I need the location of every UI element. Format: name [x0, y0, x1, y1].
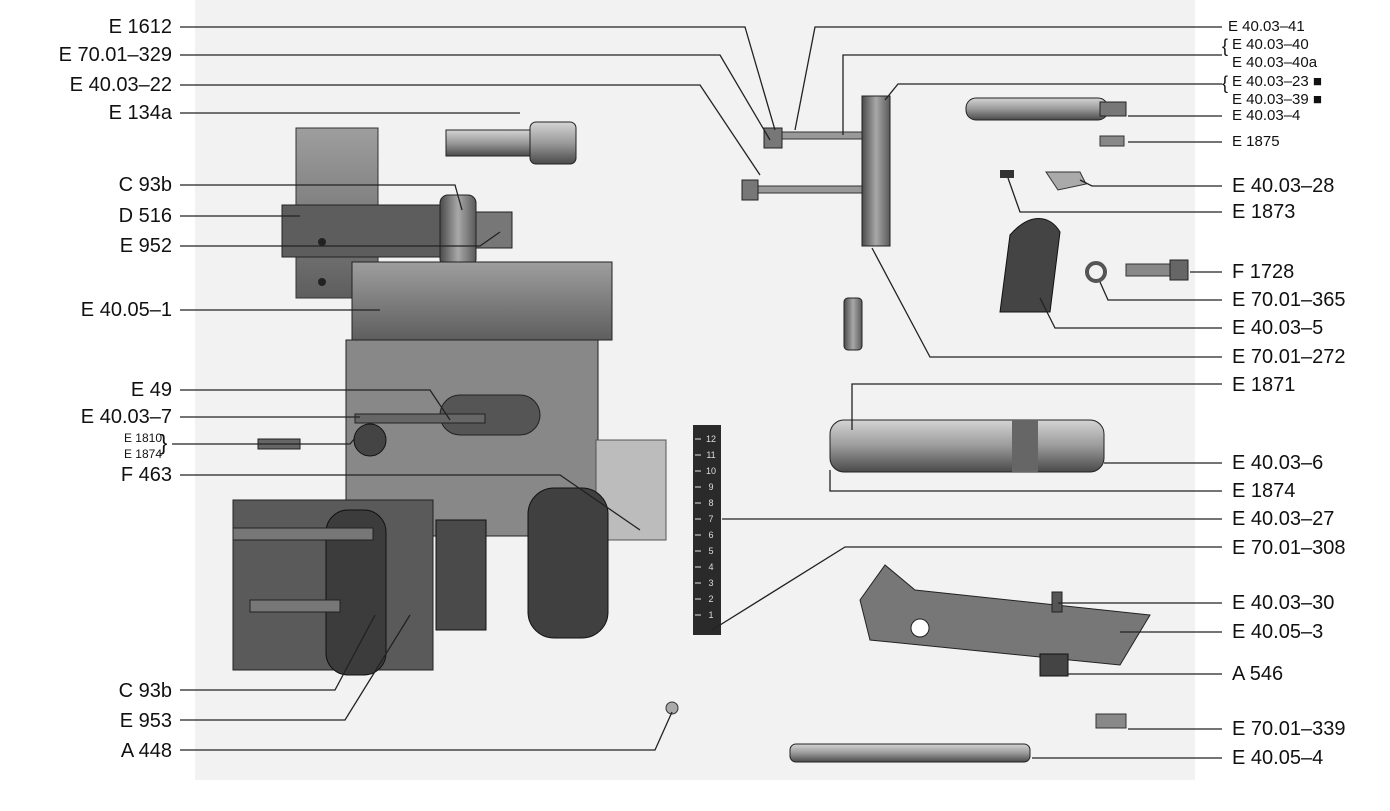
brace-left: }	[160, 430, 168, 455]
cam-e40-03-5	[999, 218, 1061, 313]
leader-line	[180, 231, 501, 247]
label-e134a: E 134a	[108, 102, 172, 124]
label-d516: D 516	[118, 205, 172, 227]
brace-23: {	[1222, 73, 1229, 93]
brace-40: {	[1222, 36, 1229, 56]
leader-line	[180, 614, 411, 721]
label-e70-272: E 70.01–272	[1232, 346, 1346, 368]
label-e40-40: E 40.03–40	[1232, 36, 1309, 53]
scale-number: 4	[708, 562, 713, 572]
ball-a448	[665, 701, 679, 715]
label-e40-03-7: E 40.03–7	[80, 406, 172, 428]
upper-bracket-part	[281, 127, 513, 299]
spring-e1875	[1099, 135, 1125, 147]
rod-e40-05-4	[789, 743, 1031, 763]
label-e953: E 953	[119, 710, 172, 732]
label-e1810: E 1810	[123, 431, 162, 445]
label-a448: A 448	[120, 740, 172, 762]
label-e40-39: E 40.03–39 ■	[1232, 91, 1322, 108]
label-e1874-right: E 1874	[1232, 480, 1296, 502]
label-e1873: E 1873	[1232, 201, 1296, 223]
leader-line	[871, 247, 1222, 358]
label-e1875: E 1875	[1232, 133, 1280, 150]
label-f463: F 463	[120, 464, 172, 486]
scale-number: 12	[706, 434, 716, 444]
label-a546: A 546	[1232, 663, 1284, 685]
leader-line	[1099, 281, 1222, 301]
pin-e1871	[843, 297, 863, 351]
leader-line	[711, 546, 1222, 631]
leader-line	[180, 26, 776, 131]
scale-number: 5	[708, 546, 713, 556]
label-f1728: F 1728	[1232, 261, 1295, 283]
label-e49: E 49	[130, 379, 172, 401]
scale-number: 6	[708, 530, 713, 540]
scale-number: 8	[708, 498, 713, 508]
label-e40-05-1: E 40.05–1	[80, 299, 172, 321]
scale-number: 9	[708, 482, 713, 492]
label-e40-5: E 40.03–5	[1232, 317, 1324, 339]
leader-line	[180, 711, 673, 751]
lower-assembly-part	[232, 487, 609, 676]
label-e40-6: E 40.03–6	[1232, 452, 1324, 474]
leader-line	[884, 83, 1222, 101]
leader-line	[180, 474, 641, 531]
leader-line	[180, 614, 376, 691]
spring-e70-01-339	[1095, 713, 1127, 729]
scale-number: 7	[708, 514, 713, 524]
label-e1871: E 1871	[1232, 374, 1296, 396]
screw-e134a	[445, 121, 577, 165]
scale-number: 11	[706, 450, 715, 460]
leader-line	[851, 383, 1222, 430]
lever-e40-05-3	[859, 564, 1151, 677]
leader-line	[180, 84, 761, 176]
label-e40-4: E 40.03–4	[1232, 107, 1301, 124]
label-e70-308: E 70.01–308	[1232, 537, 1346, 559]
leader-line	[180, 389, 451, 421]
shaft-e40-03-6	[829, 419, 1105, 473]
label-e40-05-4: E 40.05–4	[1232, 747, 1324, 769]
washer-e70-01-365	[1085, 261, 1107, 283]
label-e40-05-3: E 40.05–3	[1232, 621, 1324, 643]
label-e40-41: E 40.03–41	[1228, 18, 1305, 35]
label-e1612: E 1612	[108, 16, 172, 38]
screw-e1873	[1000, 170, 1014, 178]
label-e70-329: E 70.01–329	[58, 44, 172, 66]
label-e40-30: E 40.03–30	[1232, 592, 1335, 614]
pin-e40-03-4	[965, 97, 1127, 121]
leader-line	[1079, 179, 1222, 187]
label-e952: E 952	[119, 235, 172, 257]
scale-number: 2	[708, 594, 713, 604]
label-e70-365: E 70.01–365	[1232, 289, 1346, 311]
label-e40-27: E 40.03–27	[1232, 508, 1335, 530]
label-e70-339: E 70.01–339	[1232, 718, 1346, 740]
leader-line	[829, 470, 1222, 492]
label-e40-22: E 40.03–22	[69, 74, 172, 96]
leader-line	[180, 54, 771, 141]
label-c93b-bottom: C 93b	[118, 680, 172, 702]
scale-number: 10	[706, 466, 716, 476]
label-c93b-top: C 93b	[118, 174, 172, 196]
label-e40-23: E 40.03–23 ■	[1232, 73, 1322, 90]
leader-line	[180, 184, 463, 211]
leader-line	[794, 26, 1222, 131]
leader-line	[172, 437, 356, 445]
clip-e40-03-28	[1045, 171, 1087, 191]
leader-line	[1007, 177, 1222, 213]
leader-line	[842, 54, 1222, 135]
label-e40-28: E 40.03–28	[1232, 175, 1335, 197]
scale-number: 3	[708, 578, 713, 588]
screw-f1728	[1125, 259, 1189, 281]
rods-assembly	[741, 95, 891, 247]
label-e1874-left: E 1874	[123, 447, 162, 461]
label-e40-40a: E 40.03–40a	[1232, 54, 1318, 71]
leader-line	[1039, 297, 1222, 329]
leader-lines	[172, 26, 1222, 759]
scale-plate-e40-03-27: 12 11 10 9 8 7 6 5 4 3 2 1	[693, 425, 721, 635]
scale-number: 1	[708, 610, 713, 620]
